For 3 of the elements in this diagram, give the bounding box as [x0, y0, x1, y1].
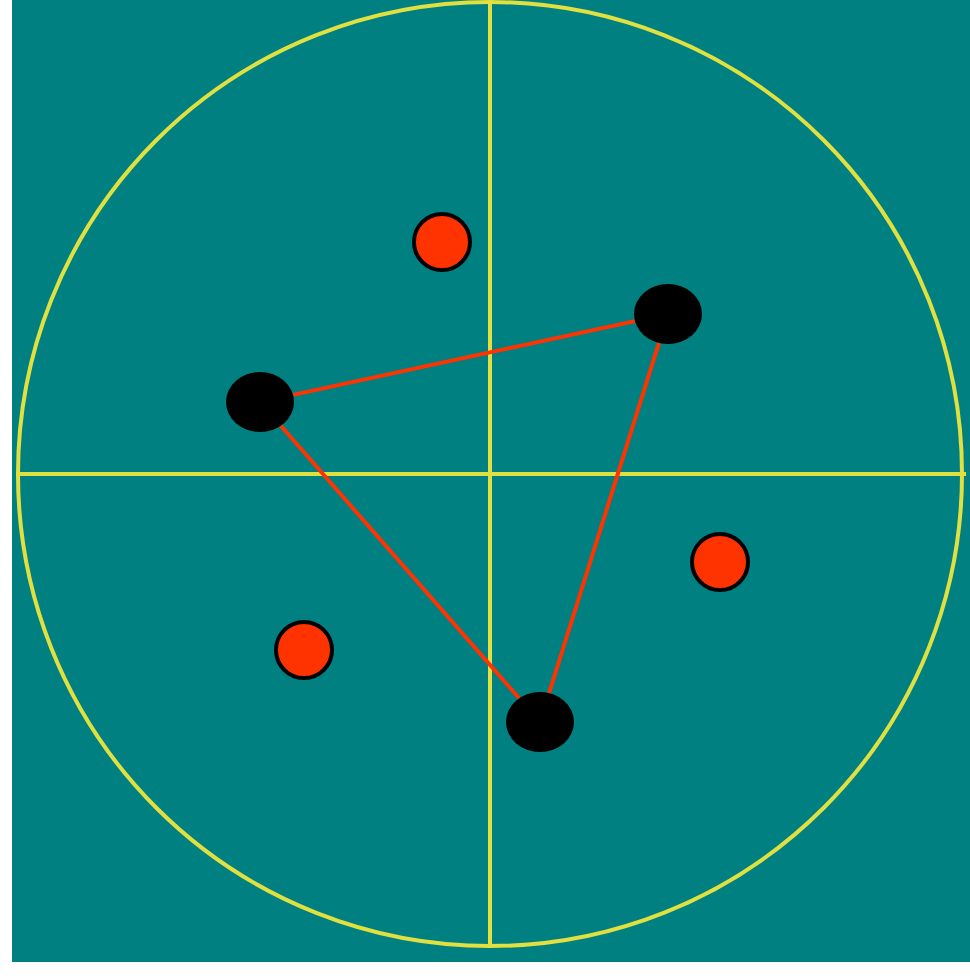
connector-line: [292, 319, 636, 397]
connector-line: [547, 342, 661, 694]
connector-line: [279, 424, 521, 700]
